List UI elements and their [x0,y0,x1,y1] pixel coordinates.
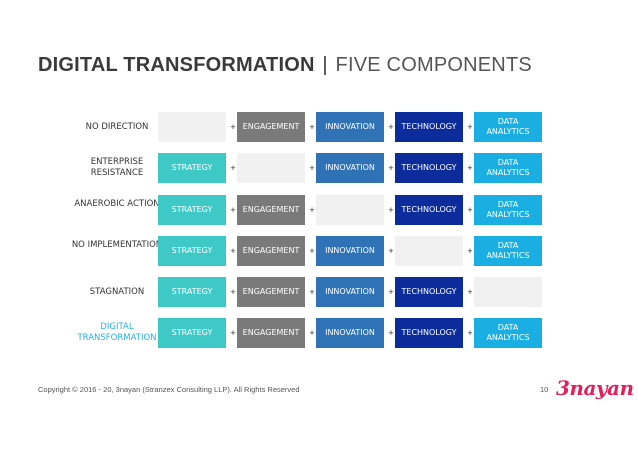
copyright-text: Copyright © 2016 - 20, 3nayan (Stranzex … [38,385,300,394]
component-data: DATA ANALYTICS [474,236,542,266]
plus-sign: + [388,122,394,132]
component-strategy: STRATEGY [158,277,226,307]
component-strategy: STRATEGY [158,318,226,348]
title-main: DIGITAL TRANSFORMATION [38,54,315,76]
component-engagement: ENGAGEMENT [237,318,305,348]
plus-sign: + [467,205,473,215]
plus-sign: + [309,205,315,215]
missing-component-technology [395,236,463,266]
brand-logo: 3nayan [556,376,634,400]
component-innovation: INNOVATION [316,112,384,142]
component-innovation: INNOVATION [316,318,384,348]
missing-component-data [474,277,542,307]
page-title: DIGITAL TRANSFORMATION | FIVE COMPONENTS [38,54,532,77]
missing-component-engagement [237,153,305,183]
row-label: ANAEROBIC ACTION [74,199,160,209]
plus-sign: + [230,163,236,173]
row-label: STAGNATION [89,287,145,297]
component-data: DATA ANALYTICS [474,153,542,183]
plus-sign: + [467,122,473,132]
plus-sign: + [230,205,236,215]
plus-sign: + [467,246,473,256]
plus-sign: + [467,287,473,297]
component-technology: TECHNOLOGY [395,112,463,142]
plus-sign: + [230,246,236,256]
component-innovation: INNOVATION [316,153,384,183]
plus-sign: + [467,163,473,173]
row-label: ENTERPRISE RESISTANCE [90,157,144,178]
title-separator: | [322,54,328,76]
row-label: DIGITAL TRANSFORMATION [77,322,157,343]
component-innovation: INNOVATION [316,277,384,307]
plus-sign: + [309,246,315,256]
plus-sign: + [309,328,315,338]
component-technology: TECHNOLOGY [395,318,463,348]
plus-sign: + [309,122,315,132]
plus-sign: + [388,328,394,338]
component-data: DATA ANALYTICS [474,112,542,142]
component-engagement: ENGAGEMENT [237,236,305,266]
plus-sign: + [309,163,315,173]
component-technology: TECHNOLOGY [395,195,463,225]
component-technology: TECHNOLOGY [395,153,463,183]
plus-sign: + [230,287,236,297]
missing-component-strategy [158,112,226,142]
plus-sign: + [388,163,394,173]
component-strategy: STRATEGY [158,153,226,183]
component-innovation: INNOVATION [316,236,384,266]
component-engagement: ENGAGEMENT [237,277,305,307]
plus-sign: + [309,287,315,297]
plus-sign: + [230,328,236,338]
component-strategy: STRATEGY [158,236,226,266]
plus-sign: + [388,205,394,215]
row-label: NO DIRECTION [85,122,149,132]
component-engagement: ENGAGEMENT [237,112,305,142]
plus-sign: + [388,246,394,256]
plus-sign: + [467,328,473,338]
component-strategy: STRATEGY [158,195,226,225]
page-number: 10 [540,385,549,394]
plus-sign: + [230,122,236,132]
plus-sign: + [388,287,394,297]
title-sub: FIVE COMPONENTS [335,54,532,76]
component-data: DATA ANALYTICS [474,318,542,348]
component-engagement: ENGAGEMENT [237,195,305,225]
row-label: NO IMPLEMENTATION [71,240,163,250]
component-data: DATA ANALYTICS [474,195,542,225]
component-technology: TECHNOLOGY [395,277,463,307]
missing-component-innovation [316,195,384,225]
